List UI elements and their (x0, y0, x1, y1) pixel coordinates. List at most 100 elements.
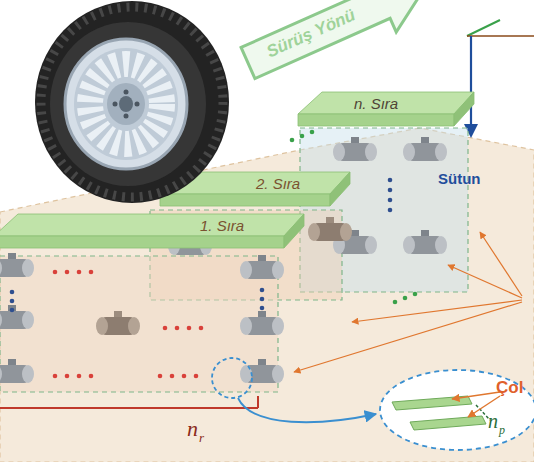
hub-center (119, 96, 133, 112)
node-shape (298, 114, 454, 126)
dimension-bracket (257, 396, 259, 408)
lug-hole (124, 90, 129, 95)
unit-cap (0, 259, 2, 277)
ellipsis-dot (388, 198, 393, 203)
unit-cap (272, 261, 284, 279)
unit-post (421, 230, 429, 240)
ellipsis-dot (65, 374, 70, 379)
ellipsis-dot (10, 290, 15, 295)
node-shape (454, 92, 474, 126)
unit-post (258, 255, 266, 265)
node-shape (235, 0, 441, 92)
unit-cap (0, 311, 2, 329)
unit-cap (272, 317, 284, 335)
ellipsis-dot (53, 270, 58, 275)
unit-body (0, 311, 28, 329)
ellipsis-dot (175, 326, 180, 331)
node-outline (0, 214, 304, 250)
symbol-label: n (488, 410, 498, 433)
unit-cap (340, 223, 352, 241)
unit-cap (22, 259, 34, 277)
unit-post (421, 137, 429, 147)
lug-hole (124, 114, 129, 119)
piezo-unit (240, 255, 284, 279)
ellipsis-dot (260, 297, 265, 302)
detail-ellipse (380, 370, 534, 450)
detail-circle (212, 358, 252, 398)
hub (107, 83, 145, 125)
unit-cap (96, 317, 108, 335)
column-axis (470, 36, 472, 126)
piezo-unit (333, 230, 377, 254)
piezo-unit (403, 230, 447, 254)
ellipsis-dot (77, 270, 82, 275)
piezo-unit (240, 311, 284, 335)
node-shape (0, 236, 284, 248)
piezo-unit (0, 253, 34, 277)
axis-label: Sütun (438, 170, 481, 187)
unit-post (258, 311, 266, 321)
ellipsis-dot (187, 326, 192, 331)
unit-cap (22, 365, 34, 383)
unit-cap (240, 317, 252, 335)
ellipsis-dot (388, 178, 393, 183)
ellipsis-dot (89, 374, 94, 379)
ellipsis-dot (388, 208, 393, 213)
ellipsis-dot (260, 288, 265, 293)
ellipsis-dot (170, 374, 175, 379)
unit-body (409, 236, 441, 254)
node-label: 1. Sıra (200, 217, 244, 234)
detail-arrow (238, 398, 376, 422)
leader-line (352, 300, 522, 322)
unit-body (246, 317, 278, 335)
lug-hole (113, 102, 118, 107)
ellipsis-dot (77, 374, 82, 379)
unit-cap (403, 236, 415, 254)
unit-cap (333, 236, 345, 254)
unit-post (351, 137, 359, 147)
rim (65, 39, 187, 169)
node-label: n. Sıra (354, 95, 398, 112)
tread-grooves (41, 7, 223, 197)
node-shape (298, 92, 474, 114)
ellipsis-dot (290, 138, 295, 143)
unit-cap (308, 223, 320, 241)
unit-cap (333, 143, 345, 161)
piezo-unit (96, 311, 140, 335)
leader-line (448, 265, 522, 298)
unit-body (246, 365, 278, 383)
node-shape (284, 214, 304, 248)
node-shape (330, 172, 350, 206)
ellipsis-dot (413, 292, 418, 297)
piezo-unit (0, 305, 34, 329)
unit-post (326, 217, 334, 227)
rim-spokes (90, 64, 162, 144)
node-shape (160, 172, 350, 194)
unit-post (351, 230, 359, 240)
ground-plane (0, 128, 534, 462)
unit-cap (240, 261, 252, 279)
unit-cap (435, 143, 447, 161)
ellipsis-dot (310, 130, 315, 135)
leader-line (480, 232, 522, 296)
leader-line (452, 392, 500, 399)
piezo-layer (410, 416, 486, 430)
ellipsis-dot (260, 306, 265, 311)
unit-body (339, 143, 371, 161)
arrow-head (464, 124, 478, 138)
rim-inner (74, 48, 178, 160)
unit-post (114, 311, 122, 321)
piezo-unit (308, 217, 352, 241)
symbol-label: n (187, 416, 198, 442)
unit-cap (435, 236, 447, 254)
unit-body (314, 223, 346, 241)
ellipsis-dot (163, 326, 168, 331)
piezo-unit (403, 137, 447, 161)
ellipsis-dot (10, 299, 15, 304)
unit-cap (22, 311, 34, 329)
ellipsis-dot (199, 326, 204, 331)
unit-cap (128, 317, 140, 335)
unit-post (8, 305, 16, 315)
piezo-unit (240, 359, 284, 383)
node-label: 2. Sıra (256, 175, 300, 192)
